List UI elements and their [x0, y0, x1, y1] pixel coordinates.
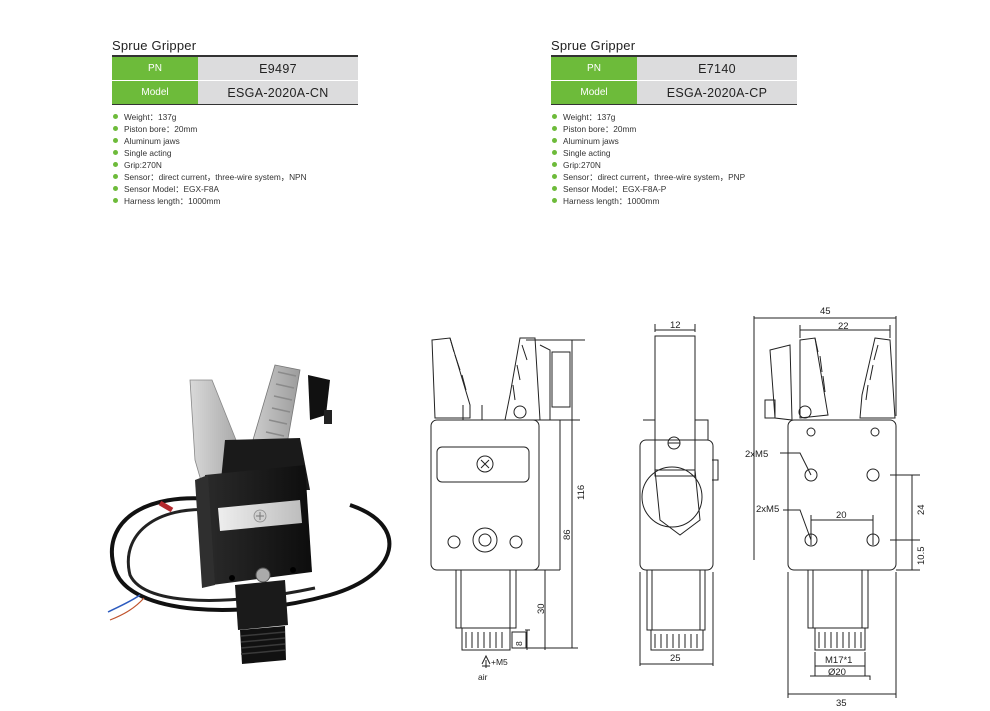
thread-label: M17*1 — [825, 655, 852, 666]
dim-116: 116 — [576, 485, 587, 500]
pn-row: PN E7140 — [551, 56, 797, 81]
dim-45: 45 — [820, 306, 831, 317]
feature-item: Piston bore：20mm — [112, 123, 362, 135]
feature-item: Grip:270N — [551, 159, 801, 171]
front-view — [430, 337, 585, 668]
model-label: Model — [551, 80, 637, 105]
feature-list: Weight：137g Piston bore：20mm Aluminum ja… — [551, 111, 801, 207]
feature-item: Sensor：direct current，three-wire system，… — [112, 171, 362, 183]
product-title: Sprue Gripper — [551, 38, 636, 53]
product-spec-e7140: Sprue Gripper PN E7140 Model ESGA-2020A-… — [551, 38, 801, 207]
dim-10-5: 10.5 — [916, 547, 927, 566]
port-label: +M5 — [491, 657, 508, 667]
dim-30: 30 — [536, 603, 547, 614]
product-title: Sprue Gripper — [112, 38, 197, 53]
dim-22: 22 — [838, 321, 849, 332]
feature-item: Weight：137g — [112, 111, 362, 123]
dim-24: 24 — [916, 504, 927, 515]
feature-item: Single acting — [112, 147, 362, 159]
feature-item: Aluminum jaws — [112, 135, 362, 147]
side-view — [639, 324, 719, 666]
spec-table: PN E9497 Model ESGA-2020A-CN — [112, 55, 358, 105]
pn-value: E7140 — [637, 56, 797, 81]
feature-item: Sensor Model：EGX-F8A — [112, 183, 362, 195]
dim-25: 25 — [670, 653, 681, 664]
diameter-label: Ø20 — [828, 667, 846, 678]
model-row: Model ESGA-2020A-CN — [112, 80, 358, 105]
feature-item: Single acting — [551, 147, 801, 159]
hole-label-bottom: 2xM5 — [756, 504, 779, 515]
model-label: Model — [112, 80, 198, 105]
spec-table: PN E7140 Model ESGA-2020A-CP — [551, 55, 797, 105]
rear-view — [753, 316, 920, 698]
model-value: ESGA-2020A-CP — [637, 80, 797, 105]
feature-item: Sensor Model：EGX-F8A-P — [551, 183, 801, 195]
hole-label-top: 2xM5 — [745, 449, 768, 460]
feature-item: Weight：137g — [551, 111, 801, 123]
pn-value: E9497 — [198, 56, 358, 81]
dim-12: 12 — [670, 320, 681, 331]
dim-20: 20 — [836, 510, 847, 521]
dim-86: 86 — [562, 529, 573, 540]
feature-item: Piston bore：20mm — [551, 123, 801, 135]
model-value: ESGA-2020A-CN — [198, 80, 358, 105]
pn-row: PN E9497 — [112, 56, 358, 81]
dim-35: 35 — [836, 698, 847, 709]
dim-8: 8 — [514, 641, 524, 646]
feature-list: Weight：137g Piston bore：20mm Aluminum ja… — [112, 111, 362, 207]
gripper-photo — [107, 364, 392, 664]
feature-item: Sensor：direct current，three-wire system，… — [551, 171, 801, 183]
air-label: air — [478, 672, 488, 682]
feature-item: Aluminum jaws — [551, 135, 801, 147]
feature-item: Harness length：1000mm — [112, 195, 362, 207]
feature-item: Grip:270N — [112, 159, 362, 171]
pn-label: PN — [551, 56, 637, 81]
product-spec-e9497: Sprue Gripper PN E9497 Model ESGA-2020A-… — [112, 38, 362, 207]
model-row: Model ESGA-2020A-CP — [551, 80, 797, 105]
feature-item: Harness length：1000mm — [551, 195, 801, 207]
pn-label: PN — [112, 56, 198, 81]
